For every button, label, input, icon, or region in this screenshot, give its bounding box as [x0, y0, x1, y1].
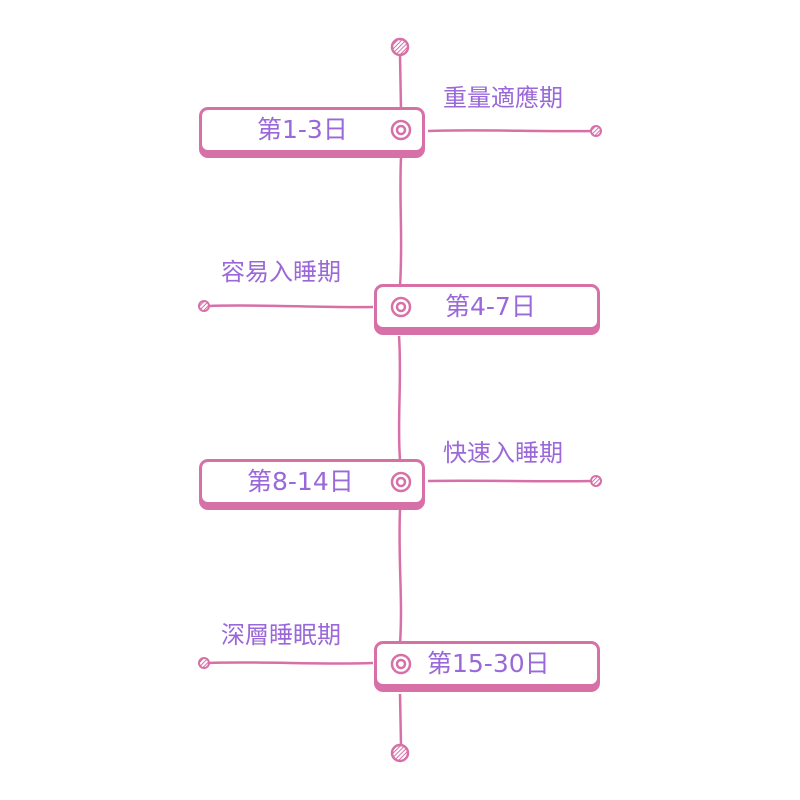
period-label: 第15-30日 [427, 649, 550, 678]
period-label: 第8-14日 [247, 467, 354, 496]
period-label: 第4-7日 [445, 292, 536, 321]
branch-line-3 [427, 479, 593, 483]
target-icon [390, 471, 412, 493]
period-box-3: 第8-14日 [199, 459, 425, 505]
branch-line-4 [207, 661, 374, 665]
target-icon [390, 119, 412, 141]
period-label: 第1-3日 [257, 115, 348, 144]
branch-line-2 [207, 304, 374, 309]
target-icon [390, 653, 412, 675]
timeline-spine [397, 54, 403, 746]
period-box-4: 第15-30日 [374, 641, 600, 687]
stage-label: 容易入睡期 [221, 258, 341, 286]
branch-line-1 [427, 129, 593, 133]
branch-dot-icon [198, 300, 210, 312]
target-icon [390, 296, 412, 318]
period-box-1: 第1-3日 [199, 107, 425, 153]
stage-label: 深層睡眠期 [221, 621, 341, 649]
branch-dot-icon [198, 657, 210, 669]
stage-label: 重量適應期 [443, 84, 563, 112]
branch-dot-icon [590, 475, 602, 487]
period-box-2: 第4-7日 [374, 284, 600, 330]
end-dot-icon [390, 743, 410, 763]
branch-dot-icon [590, 125, 602, 137]
start-dot-icon [390, 37, 410, 57]
stage-label: 快速入睡期 [443, 439, 563, 467]
